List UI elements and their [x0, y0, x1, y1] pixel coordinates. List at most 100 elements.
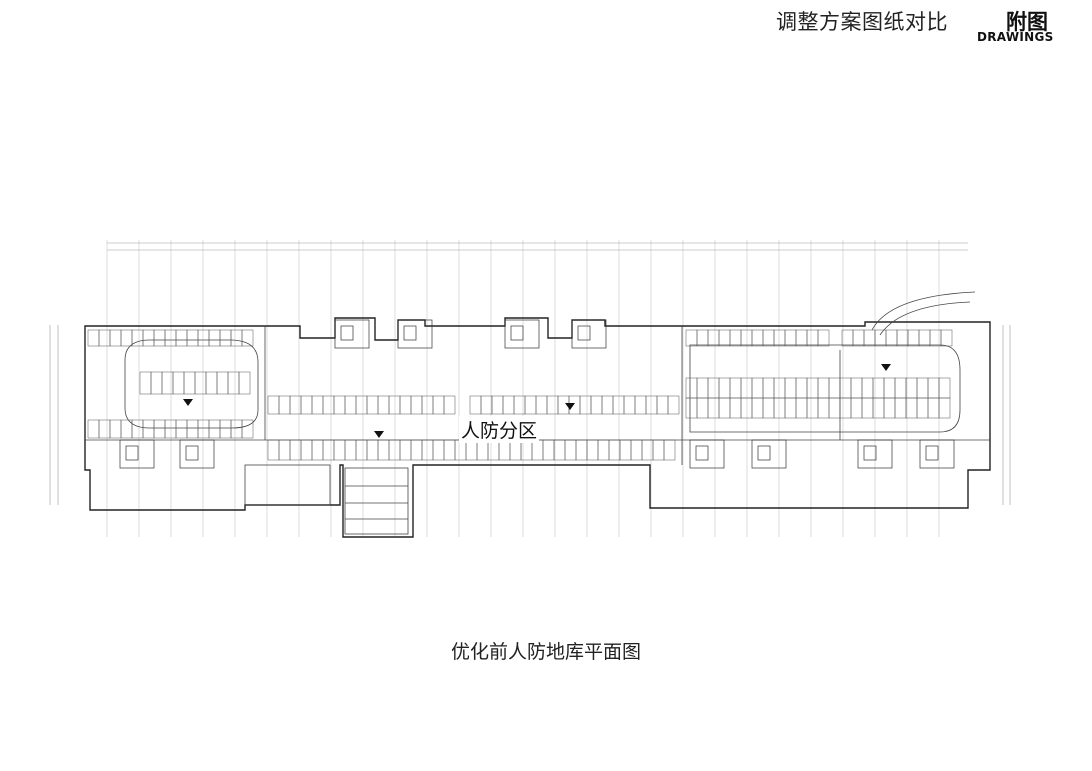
parking-stall	[186, 329, 199, 347]
parking-stall	[634, 395, 647, 415]
elevator-shaft	[510, 325, 524, 341]
parking-stall	[161, 371, 174, 395]
parking-stall	[707, 377, 720, 399]
parking-stall	[762, 329, 775, 347]
parking-stall	[164, 419, 177, 439]
parking-stall	[564, 439, 577, 461]
parking-stall	[916, 377, 929, 399]
elevator-shaft	[125, 445, 139, 461]
parking-stalls	[87, 329, 953, 461]
parking-stall	[109, 329, 122, 347]
interior-walls	[85, 291, 990, 535]
parking-stall	[208, 419, 221, 439]
parking-stall	[685, 397, 698, 419]
parking-stall	[289, 439, 302, 461]
parking-stall	[905, 397, 918, 419]
parking-stall	[183, 371, 196, 395]
parking-stall	[896, 329, 909, 347]
parking-stall	[311, 395, 324, 415]
parking-stall	[476, 439, 489, 461]
parking-stall	[513, 395, 526, 415]
parking-stall	[729, 377, 742, 399]
dimension-lines	[49, 242, 1011, 505]
parking-stall	[410, 395, 423, 415]
parking-stall	[623, 395, 636, 415]
parking-stall	[432, 439, 445, 461]
parking-stall	[927, 377, 940, 399]
parking-stall	[718, 329, 731, 347]
parking-stall	[509, 439, 522, 461]
parking-stall	[773, 397, 786, 419]
parking-stall	[366, 395, 379, 415]
stair-core	[857, 439, 893, 469]
parking-stall	[432, 395, 445, 415]
parking-stall	[197, 419, 210, 439]
parking-stall	[87, 419, 100, 439]
parking-stall	[311, 439, 324, 461]
parking-stall	[197, 329, 210, 347]
parking-stall	[828, 397, 841, 419]
parking-stall	[241, 329, 254, 347]
parking-stall	[410, 439, 423, 461]
parking-stall	[278, 439, 291, 461]
parking-stall	[289, 395, 302, 415]
parking-stall	[852, 329, 865, 347]
parking-stall	[841, 329, 854, 347]
parking-stall	[806, 397, 819, 419]
parking-stall	[216, 371, 229, 395]
parking-stall	[641, 439, 654, 461]
parking-stall	[927, 397, 940, 419]
parking-stall	[520, 439, 533, 461]
parking-stall	[465, 439, 478, 461]
parking-stall	[139, 371, 152, 395]
stair-core	[571, 319, 607, 349]
parking-stall	[685, 329, 698, 347]
parking-stall	[883, 377, 896, 399]
stair-core	[334, 319, 370, 349]
parking-stall	[355, 395, 368, 415]
parking-stall	[230, 329, 243, 347]
parking-stall	[175, 419, 188, 439]
parking-stall	[612, 395, 625, 415]
stair-core	[397, 319, 433, 349]
parking-stall	[366, 439, 379, 461]
parking-stall	[696, 329, 709, 347]
elevator-shaft	[577, 325, 591, 341]
stair-core	[119, 439, 155, 469]
parking-stall	[344, 395, 357, 415]
parking-stall	[322, 395, 335, 415]
stair-core	[689, 439, 725, 469]
parking-stall	[153, 329, 166, 347]
parking-stall	[421, 439, 434, 461]
parking-stall	[938, 377, 951, 399]
parking-stall	[883, 397, 896, 419]
core-rooms	[119, 319, 955, 469]
parking-stall	[172, 371, 185, 395]
parking-stall	[740, 397, 753, 419]
parking-stall	[421, 395, 434, 415]
appendix-tag: 附图	[1006, 10, 1048, 34]
elevator-shaft	[185, 445, 199, 461]
parking-stall	[795, 377, 808, 399]
parking-stall	[238, 371, 251, 395]
parking-stall	[718, 377, 731, 399]
parking-stall	[98, 329, 111, 347]
parking-stall	[894, 377, 907, 399]
parking-stall	[208, 329, 221, 347]
stair-core	[919, 439, 955, 469]
parking-stall	[454, 439, 467, 461]
parking-stall	[938, 397, 951, 419]
parking-stall	[751, 377, 764, 399]
page-title: 调整方案图纸对比	[776, 10, 948, 34]
parking-stall	[718, 397, 731, 419]
parking-stall	[267, 395, 280, 415]
parking-stall	[861, 377, 874, 399]
parking-stall	[491, 395, 504, 415]
parking-stall	[586, 439, 599, 461]
drawing-caption: 优化前人防地库平面图	[450, 641, 641, 663]
parking-stall	[230, 419, 243, 439]
parking-stall	[164, 329, 177, 347]
parking-stall	[696, 377, 709, 399]
parking-stall	[344, 439, 357, 461]
